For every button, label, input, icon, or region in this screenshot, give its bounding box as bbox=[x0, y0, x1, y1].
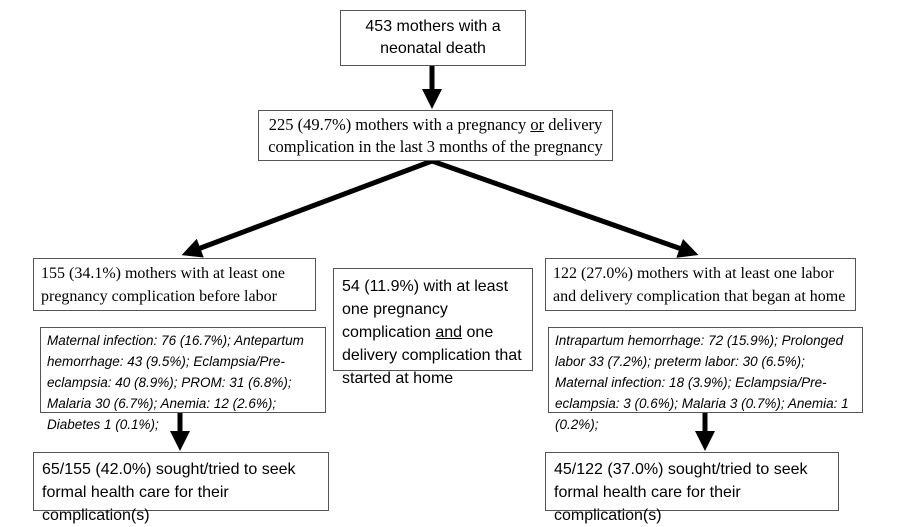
left-details-text: Maternal infection: 76 (16.7%); Antepart… bbox=[47, 333, 304, 432]
right-care-seeking-box: 45/122 (37.0%) sought/tried to seek form… bbox=[545, 452, 839, 524]
labor-complication-details: Intrapartum hemorrhage: 72 (15.9%); Prol… bbox=[548, 327, 863, 432]
left-header-text: 155 (34.1%) mothers with at least one pr… bbox=[41, 265, 285, 305]
arrow-second-to-right bbox=[431, 158, 699, 258]
right-details-text: Intrapartum hemorrhage: 72 (15.9%); Prol… bbox=[555, 333, 849, 432]
right-outcome-text: 45/122 (37.0%) sought/tried to seek form… bbox=[554, 461, 808, 524]
left-outcome-text: 65/155 (42.0%) sought/tried to seek form… bbox=[42, 461, 296, 524]
total-line-1: 453 mothers with a bbox=[365, 18, 501, 35]
complication-total-box: 225 (49.7%) mothers with a pregnancy or … bbox=[258, 110, 613, 161]
total-mothers-box: 453 mothers with a neonatal death bbox=[340, 10, 526, 66]
total-line-2: neonatal death bbox=[380, 40, 486, 57]
middle-text-pre: 54 (11.9%) with at least one pregnancy c… bbox=[342, 278, 509, 341]
labor-complication-box: 122 (27.0%) mothers with at least one la… bbox=[545, 258, 856, 311]
arrow-second-to-left bbox=[181, 158, 433, 258]
both-complications-box: 54 (11.9%) with at least one pregnancy c… bbox=[333, 268, 533, 387]
left-care-seeking-box: 65/155 (42.0%) sought/tried to seek form… bbox=[33, 452, 329, 524]
right-header-text: 122 (27.0%) mothers with at least one la… bbox=[553, 265, 846, 305]
middle-text-post: one delivery complication that started a… bbox=[342, 324, 522, 387]
middle-text-and: and bbox=[435, 324, 463, 341]
second-text-pre: 225 (49.7%) mothers with a pregnancy bbox=[268, 115, 531, 134]
pregnancy-complication-box: 155 (34.1%) mothers with at least one pr… bbox=[33, 258, 316, 311]
pregnancy-complication-details: Maternal infection: 76 (16.7%); Antepart… bbox=[40, 327, 326, 432]
second-text-post: delivery complication in the last 3 mont… bbox=[268, 115, 603, 156]
second-text-or: or bbox=[530, 115, 545, 134]
